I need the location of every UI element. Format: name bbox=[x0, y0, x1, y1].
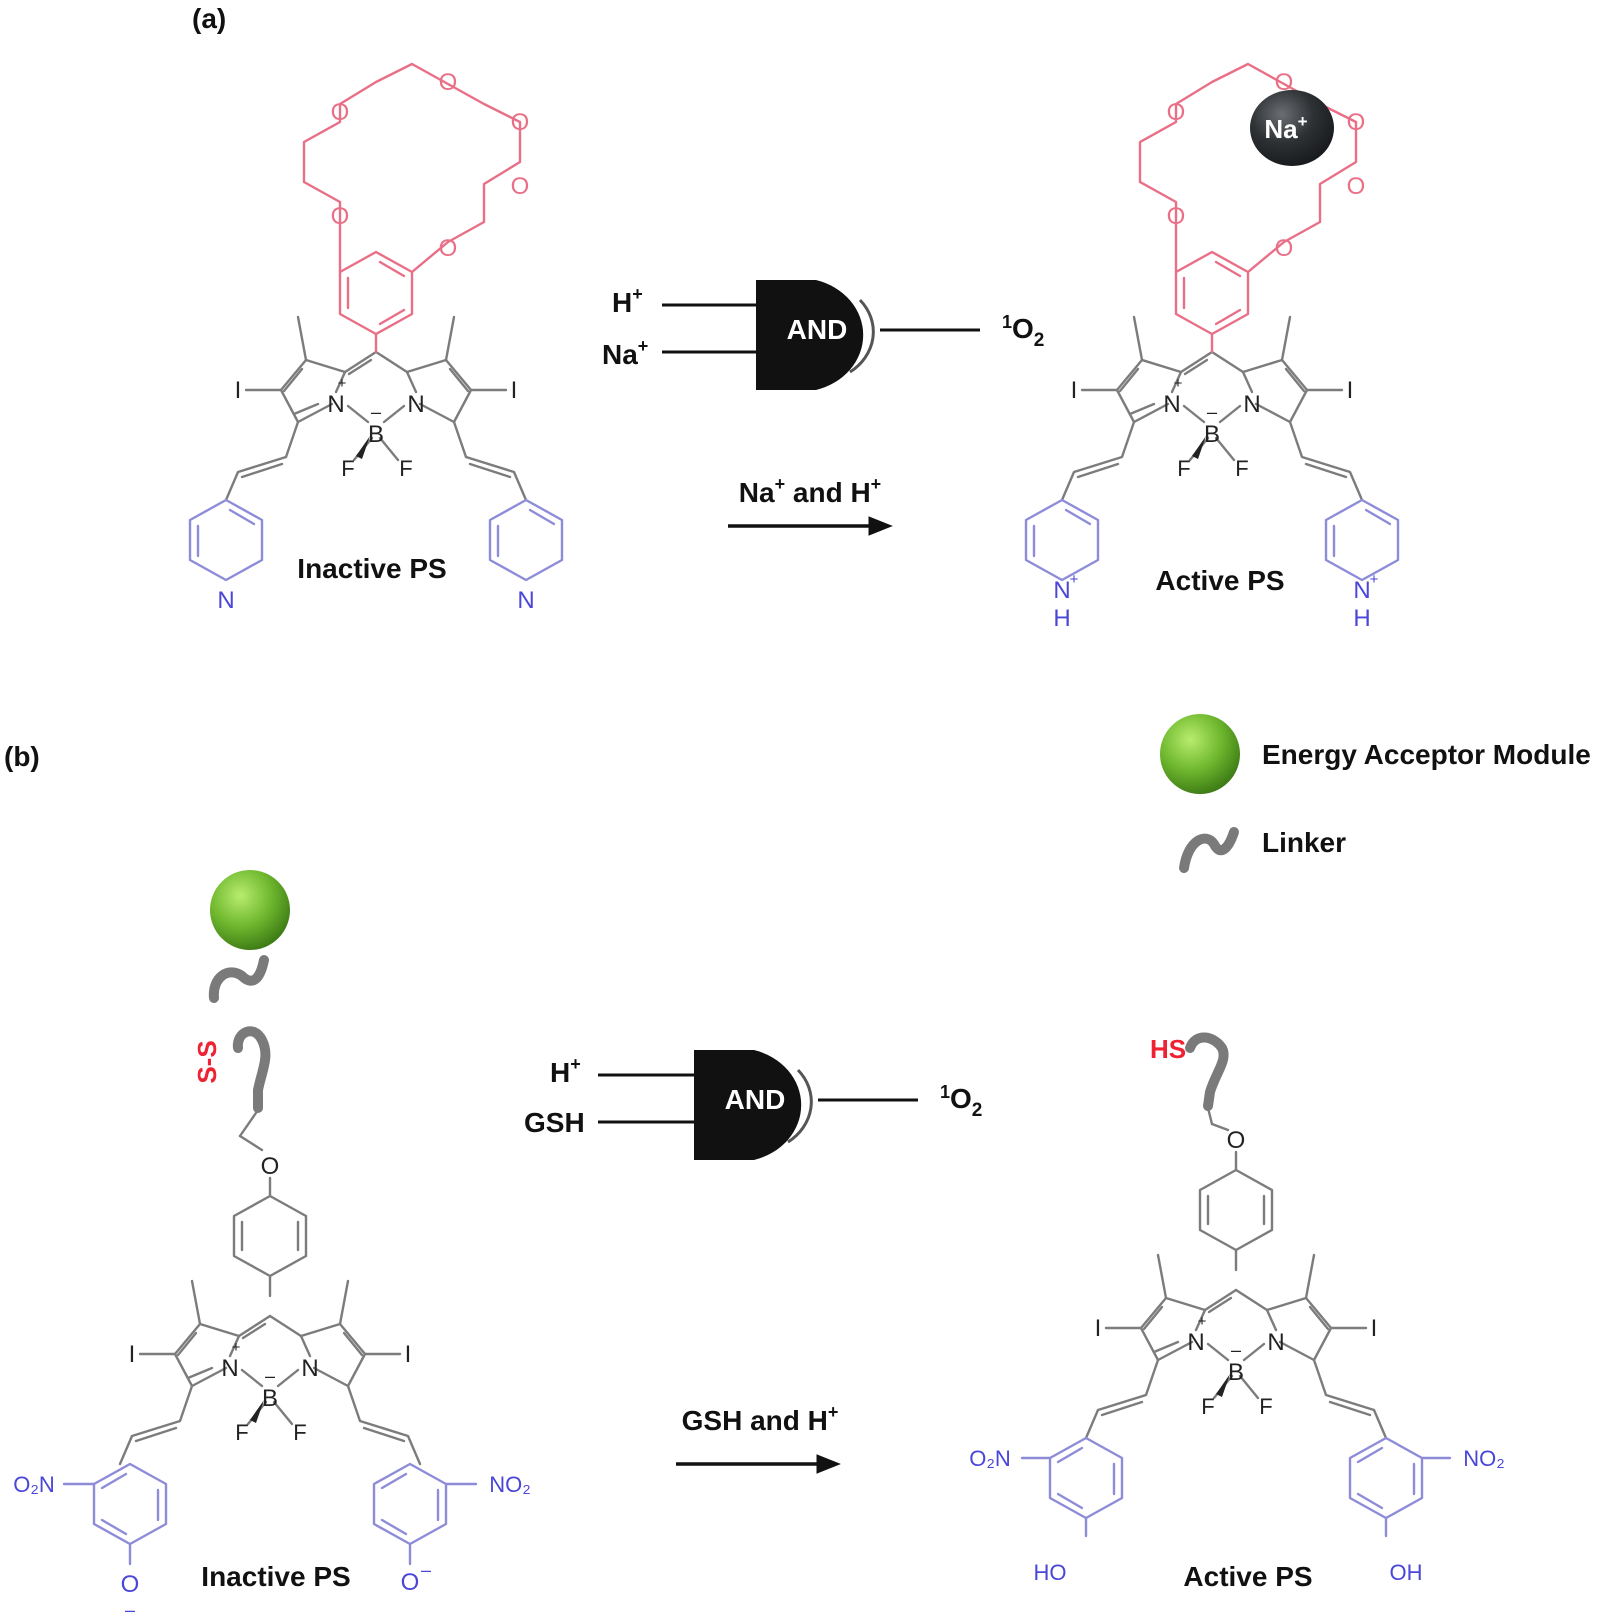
and-gate-a: AND bbox=[662, 280, 980, 390]
svg-text:H: H bbox=[1353, 605, 1370, 632]
panel-a: (a) N N Inactive PS AND H+ Na+ 1O2 bbox=[188, 3, 1400, 632]
panel-b: (b) Energy Acceptor Module Linker S-S bbox=[4, 714, 1591, 1616]
svg-text:–: – bbox=[125, 1600, 135, 1616]
svg-text:NO₂: NO₂ bbox=[489, 1472, 531, 1497]
gate-b-output-singlet-oxygen: 1O2 bbox=[940, 1082, 982, 1121]
svg-text:O: O bbox=[401, 1569, 420, 1596]
gate-a-input-na: Na+ bbox=[602, 336, 648, 370]
and-gate-label-a: AND bbox=[787, 314, 848, 345]
panel-a-label: (a) bbox=[192, 3, 226, 34]
svg-text:N: N bbox=[1053, 577, 1070, 604]
disulfide-label: S-S bbox=[192, 1040, 222, 1083]
svg-text:O₂N: O₂N bbox=[13, 1472, 55, 1497]
gate-b-input-h: H+ bbox=[550, 1054, 581, 1088]
svg-text:N: N bbox=[217, 587, 234, 614]
arrow-b-label: GSH and H+ bbox=[682, 1402, 839, 1436]
svg-text:Na+: Na+ bbox=[1264, 112, 1307, 144]
legend: Energy Acceptor Module Linker bbox=[1160, 714, 1591, 873]
arrow-a-label: Na+ and H+ bbox=[739, 474, 881, 508]
svg-text:NO₂: NO₂ bbox=[1463, 1446, 1505, 1471]
linker-icon bbox=[1179, 827, 1239, 873]
sodium-ion: Na+ bbox=[1250, 90, 1334, 166]
svg-text:+: + bbox=[1070, 571, 1079, 588]
gate-a-output-singlet-oxygen: 1O2 bbox=[1002, 312, 1044, 351]
svg-text:+: + bbox=[1370, 571, 1379, 588]
svg-text:OH: OH bbox=[1390, 1560, 1423, 1585]
svg-text:O: O bbox=[121, 1571, 140, 1598]
legend-linker: Linker bbox=[1262, 827, 1346, 858]
svg-text:H: H bbox=[1053, 605, 1070, 632]
active-ps-caption-a: Active PS bbox=[1155, 565, 1284, 596]
svg-text:O₂N: O₂N bbox=[969, 1446, 1011, 1471]
svg-text:N: N bbox=[517, 587, 534, 614]
energy-acceptor-module bbox=[210, 870, 290, 950]
svg-text:HO: HO bbox=[1034, 1560, 1067, 1585]
inactive-ps-caption-b: Inactive PS bbox=[201, 1561, 350, 1592]
energy-acceptor-icon bbox=[1160, 714, 1240, 794]
gate-a-input-h: H+ bbox=[612, 284, 643, 318]
inactive-ps-caption-a: Inactive PS bbox=[297, 553, 446, 584]
svg-text:N: N bbox=[1353, 577, 1370, 604]
and-gate-b: AND bbox=[598, 1050, 918, 1160]
inactive-ps-a: N N bbox=[188, 62, 564, 614]
active-ps-b: HS O₂N HO NO₂ bbox=[969, 1032, 1505, 1585]
and-gate-label-b: AND bbox=[725, 1084, 786, 1115]
active-ps-caption-b: Active PS bbox=[1183, 1561, 1312, 1592]
inactive-ps-b: S-S O₂N O bbox=[13, 870, 531, 1616]
legend-energy-acceptor: Energy Acceptor Module bbox=[1262, 739, 1591, 770]
active-ps-a: N + H N + H bbox=[1024, 62, 1400, 632]
panel-b-label: (b) bbox=[4, 741, 40, 772]
svg-text:–: – bbox=[421, 1560, 431, 1580]
thiol-label: HS bbox=[1150, 1034, 1186, 1064]
gate-b-input-gsh: GSH bbox=[524, 1107, 585, 1138]
